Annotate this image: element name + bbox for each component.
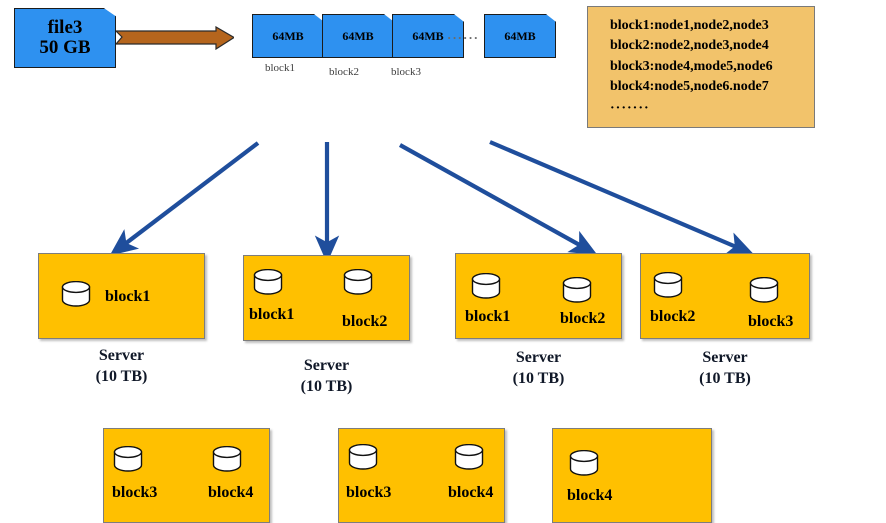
disk-cylinder-icon — [569, 450, 599, 476]
server-3-name: Server — [515, 349, 562, 366]
server-1-name: Server — [98, 347, 145, 364]
disk-cylinder-icon — [454, 444, 484, 470]
server-4-label: Server (10 TB) — [640, 348, 810, 390]
server-1-capacity: (10 TB) — [95, 367, 148, 385]
server-box-7 — [552, 428, 712, 523]
server-2-label: Server (10 TB) — [243, 356, 410, 398]
file-size: 50 GB — [39, 37, 91, 58]
server-1-block-1: block1 — [105, 288, 151, 305]
server-2-name: Server — [303, 357, 350, 374]
server-box-5 — [103, 428, 270, 523]
map-line-3: block3:node4,mode5,node6 — [610, 58, 773, 74]
source-file-box: file3 50 GB — [14, 8, 116, 68]
arrow-to-server-4 — [489, 140, 755, 255]
server-box-3 — [455, 253, 622, 339]
server-4-block-2: block3 — [748, 313, 794, 330]
server-7-block-1: block4 — [567, 487, 613, 504]
map-ellipsis: ······· — [610, 101, 650, 117]
disk-cylinder-icon — [212, 446, 242, 472]
split-arrow-icon — [116, 26, 234, 50]
chunk-size-n: 64MB — [504, 28, 536, 43]
arrow-to-server-3 — [398, 143, 598, 255]
server-1-label: Server (10 TB) — [38, 346, 205, 388]
server-5-block-1: block3 — [112, 484, 158, 501]
server-5-block-2: block4 — [208, 484, 254, 501]
arrow-to-server-1 — [109, 141, 260, 256]
map-line-1: block1:node1,node2,node3 — [610, 18, 769, 33]
chunk-block-1: 64MB — [252, 14, 324, 58]
server-2-block-1: block1 — [249, 306, 295, 323]
chunk-label-1: block1 — [265, 62, 295, 74]
chunk-block-3: 64MB — [392, 14, 464, 58]
server-box-6 — [338, 428, 505, 523]
chunk-size-3: 64MB — [412, 28, 444, 43]
disk-cylinder-icon — [749, 277, 779, 303]
disk-cylinder-icon — [343, 269, 373, 295]
chunk-size-1: 64MB — [272, 28, 304, 43]
server-2-capacity: (10 TB) — [300, 377, 353, 395]
chunk-label-2: block2 — [329, 66, 359, 78]
server-6-block-2: block4 — [448, 484, 494, 501]
server-2-block-2: block2 — [342, 313, 388, 330]
disk-cylinder-icon — [562, 277, 592, 303]
server-3-capacity: (10 TB) — [512, 369, 565, 387]
chunk-ellipsis: ······ — [447, 30, 480, 45]
block-node-map-panel: block1:node1,node2,node3 block2:node2,no… — [587, 6, 815, 128]
disk-cylinder-icon — [113, 446, 143, 472]
disk-cylinder-icon — [348, 444, 378, 470]
server-box-1 — [38, 253, 205, 339]
map-line-2: block2:node2,node3,node4 — [610, 38, 769, 54]
server-3-block-1: block1 — [465, 308, 511, 325]
chunk-size-2: 64MB — [342, 28, 374, 43]
chunk-label-3: block3 — [391, 66, 421, 78]
chunk-block-2: 64MB — [322, 14, 394, 58]
disk-cylinder-icon — [253, 269, 283, 295]
server-4-block-1: block2 — [650, 308, 696, 325]
chunk-block-n: 64MB — [484, 14, 556, 58]
server-3-label: Server (10 TB) — [455, 348, 622, 390]
disk-cylinder-icon — [471, 273, 501, 299]
disk-cylinder-icon — [653, 272, 683, 298]
map-line-4: block4:node5,node6.node7 — [610, 78, 769, 94]
server-3-block-2: block2 — [560, 310, 606, 327]
disk-cylinder-icon — [61, 281, 91, 307]
server-4-name: Server — [702, 349, 748, 366]
diagram-canvas: file3 50 GB 64MB 64MB 64MB ······ 64MB b… — [14, 6, 815, 523]
server-6-block-1: block3 — [346, 484, 392, 501]
file-name: file3 — [47, 17, 83, 39]
server-4-capacity: (10 TB) — [699, 369, 751, 387]
